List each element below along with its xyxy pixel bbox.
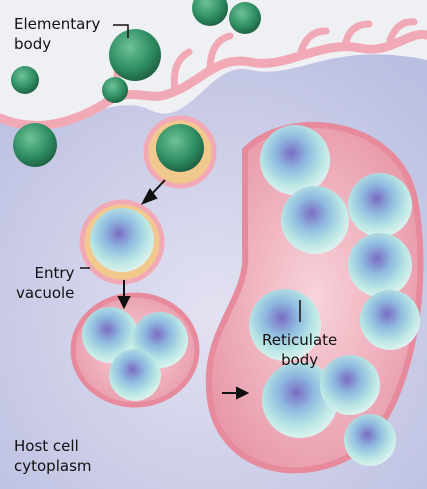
reticulate-body <box>109 349 161 401</box>
label-host-cell-cytoplasm-line2: cytoplasm <box>14 456 92 476</box>
reticulate-body <box>348 173 412 237</box>
elementary-body <box>11 66 39 94</box>
elementary-body <box>13 123 57 167</box>
reticulate-body <box>360 290 420 350</box>
label-entry-vacuole-line2: vacuole <box>16 283 74 303</box>
reticulate-body <box>348 233 412 297</box>
reticulate-body <box>260 125 330 195</box>
elementary-body <box>229 2 261 34</box>
label-entry-vacuole: Entry vacuole <box>16 263 74 303</box>
reticulate-body <box>281 186 349 254</box>
label-reticulate-body: Reticulate body <box>262 330 337 370</box>
label-elementary-body: Elementary body <box>14 14 100 54</box>
label-host-cell-cytoplasm-line1: Host cell <box>14 436 92 456</box>
label-entry-vacuole-line1: Entry <box>16 263 74 283</box>
reticulate-body <box>90 208 154 272</box>
entering-elementary-body <box>156 124 204 172</box>
reticulate-body <box>344 414 396 466</box>
label-host-cell-cytoplasm: Host cell cytoplasm <box>14 436 92 476</box>
label-elementary-body-line1: Elementary <box>14 14 100 34</box>
elementary-body <box>109 29 161 81</box>
elementary-body <box>102 77 128 103</box>
label-reticulate-body-line2: body <box>262 350 337 370</box>
label-reticulate-body-line1: Reticulate <box>262 330 337 350</box>
label-elementary-body-line2: body <box>14 34 100 54</box>
